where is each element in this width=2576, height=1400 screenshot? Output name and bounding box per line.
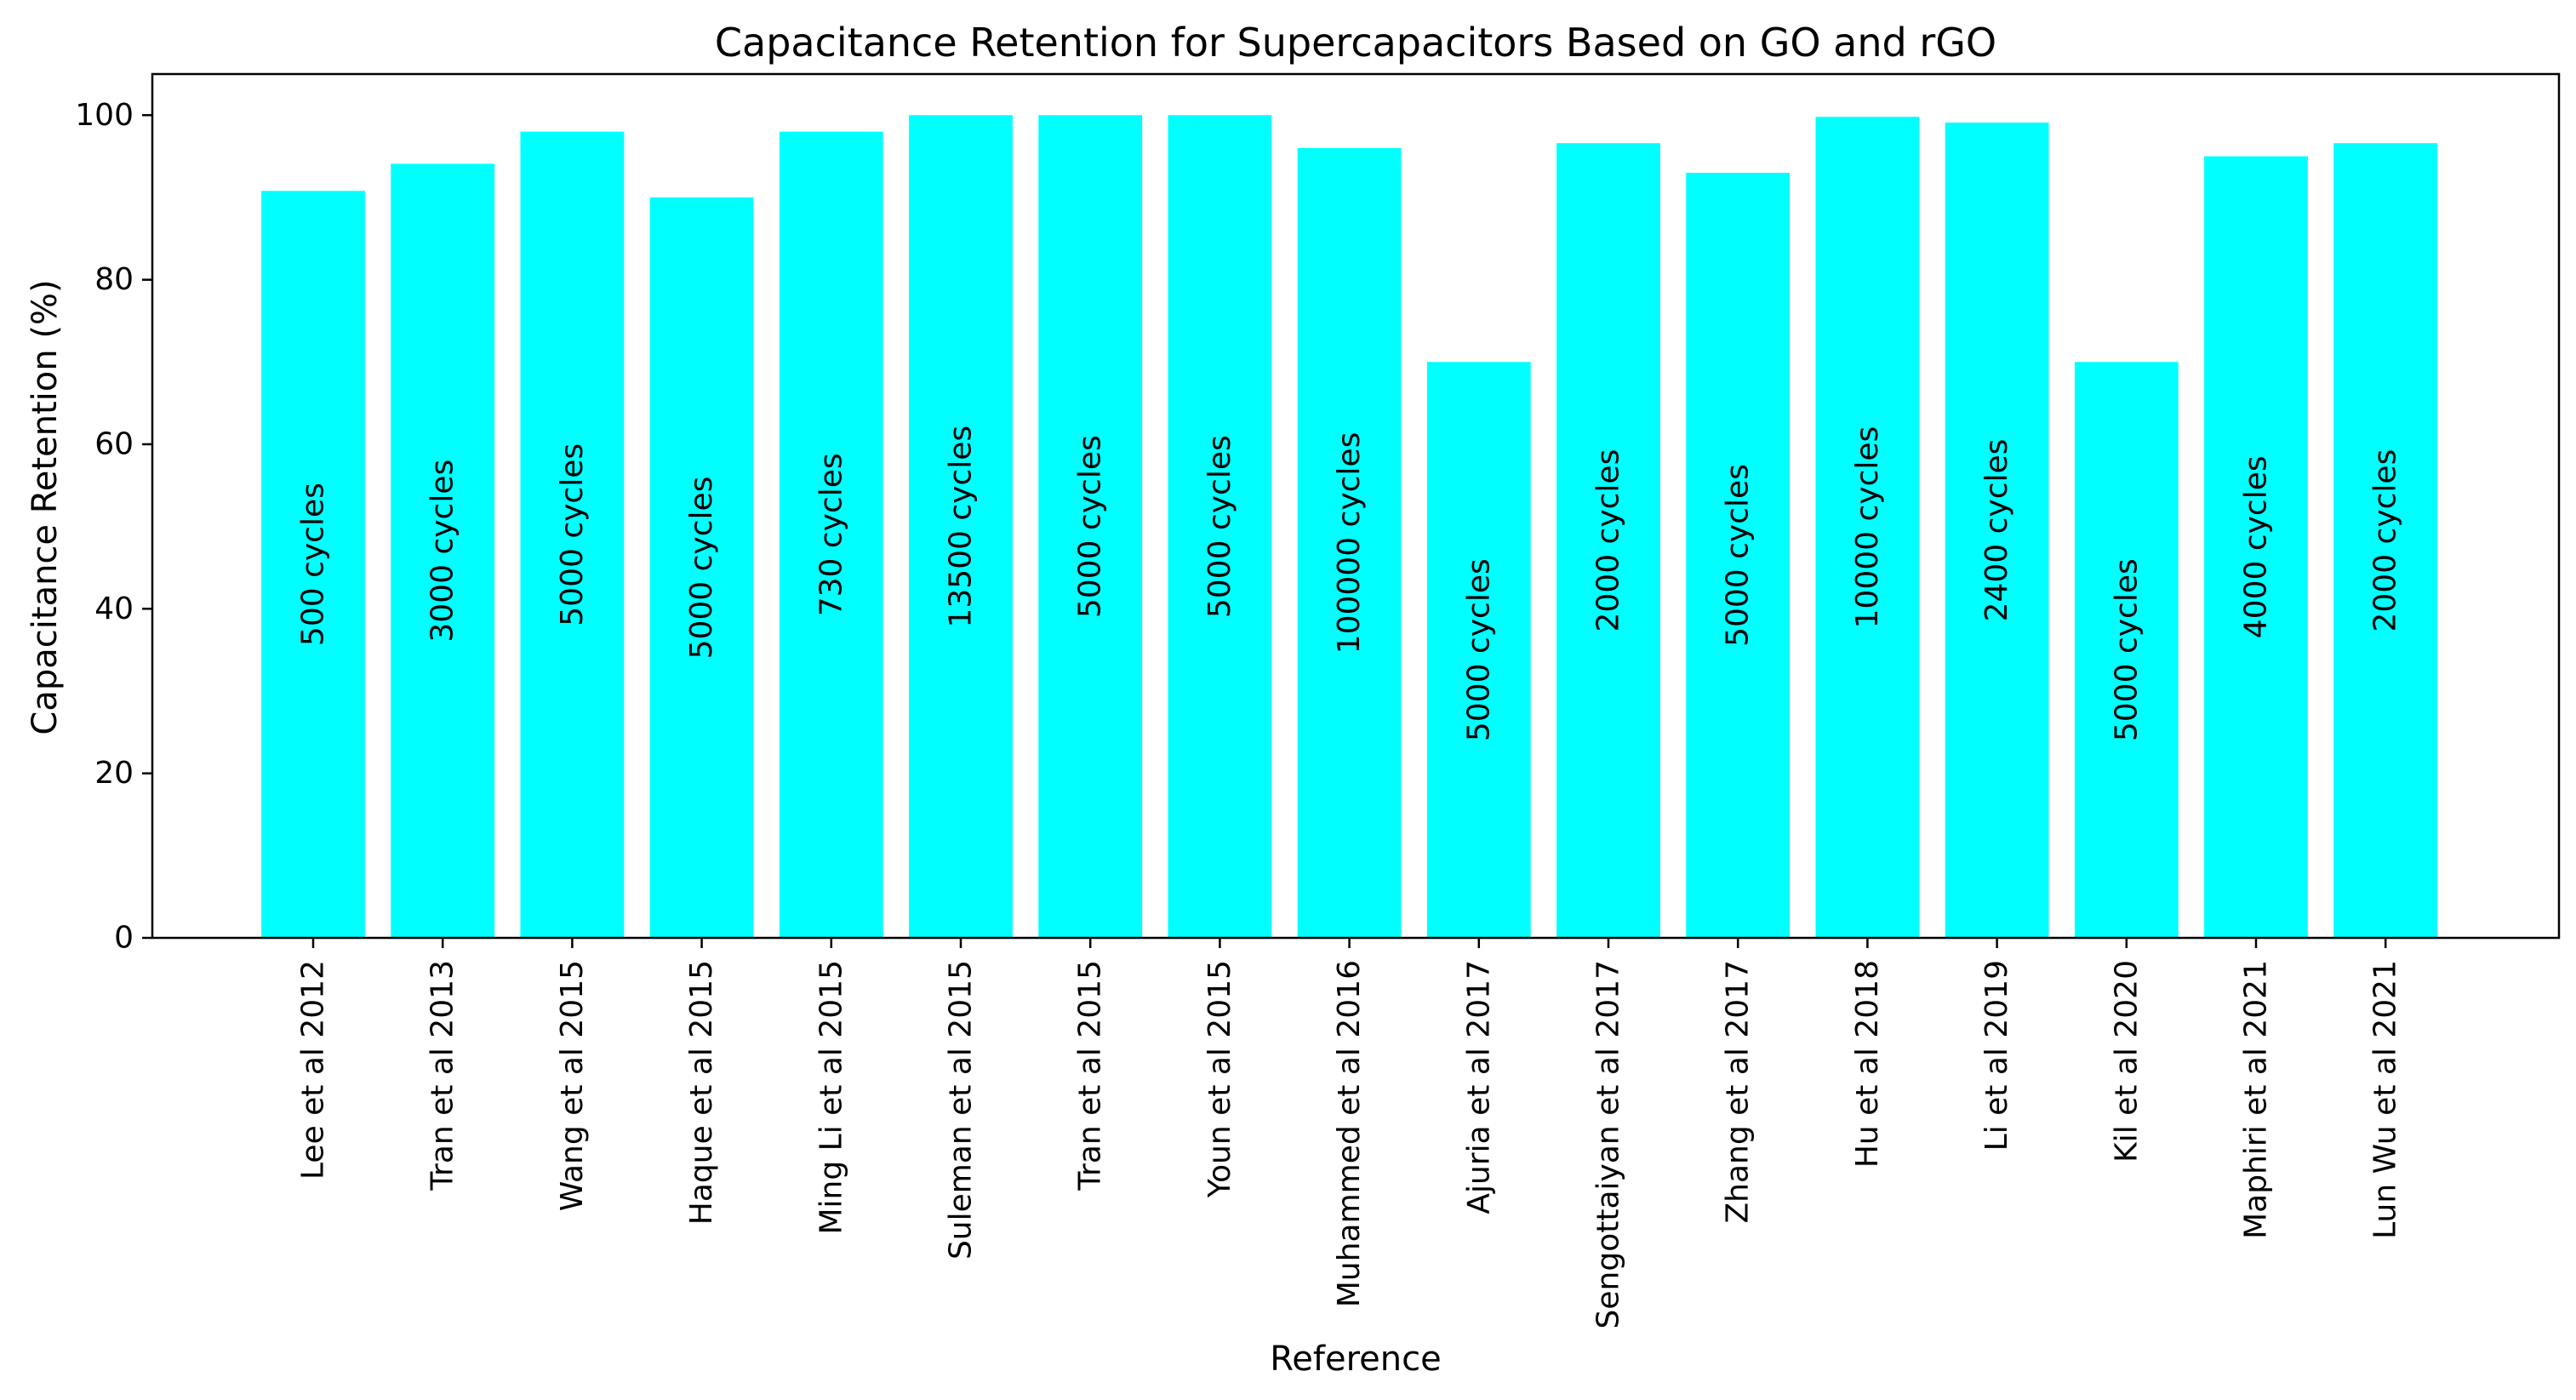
bar bbox=[520, 131, 625, 938]
x-tick-label: Wang et al 2015 bbox=[555, 960, 590, 1211]
bar-label: 5000 cycles bbox=[1073, 435, 1108, 618]
bar bbox=[649, 197, 754, 938]
bar bbox=[2204, 156, 2308, 938]
x-tick-label: Youn et al 2015 bbox=[1202, 960, 1237, 1198]
x-tick-label: Ajuria et al 2017 bbox=[1461, 960, 1496, 1214]
bar-labels-layer: 500 cycles 3000 cycles 5000 cycles 5000 cyc… bbox=[296, 426, 2403, 741]
bar bbox=[779, 131, 883, 938]
bar-label: 4000 cycles bbox=[2239, 455, 2274, 638]
y-tick-label: 20 bbox=[94, 756, 134, 791]
bar bbox=[2074, 362, 2179, 938]
x-tick-label: Li et al 2019 bbox=[1979, 960, 2014, 1151]
y-tick-label: 100 bbox=[75, 98, 134, 133]
x-tick-label: Kil et al 2020 bbox=[2109, 960, 2144, 1163]
bar-label: 3000 cycles bbox=[426, 460, 460, 643]
x-tick-label: Tran et al 2015 bbox=[1073, 960, 1108, 1191]
x-tick-label: Hu et al 2018 bbox=[1850, 960, 1885, 1168]
x-tick-label: Zhang et al 2017 bbox=[1721, 960, 1756, 1223]
x-tick-label: Sengottaiyan et al 2017 bbox=[1591, 960, 1626, 1329]
y-tick-label: 0 bbox=[114, 921, 134, 956]
y-tick-label: 80 bbox=[94, 262, 134, 297]
chart-title: Capacitance Retention for Supercapacitor… bbox=[715, 20, 1996, 66]
bar bbox=[1038, 115, 1143, 939]
y-axis: 0 20 40 60 80 100 bbox=[75, 98, 152, 956]
bar-label: 5000 cycles bbox=[1202, 435, 1237, 618]
x-tick-label: Ming Li et al 2015 bbox=[814, 960, 848, 1235]
x-tick-label: Lun Wu et al 2021 bbox=[2368, 960, 2403, 1239]
bar-label: 13500 cycles bbox=[944, 426, 979, 628]
bar bbox=[1168, 115, 1272, 939]
x-tick-label: Lee et al 2012 bbox=[296, 960, 331, 1180]
bar bbox=[1815, 117, 1920, 939]
bar-label: 100000 cycles bbox=[1332, 432, 1367, 654]
bar-label: 730 cycles bbox=[814, 453, 848, 616]
bar-label: 2400 cycles bbox=[1979, 439, 2014, 622]
x-tick-label: Muhammed et al 2016 bbox=[1332, 960, 1367, 1307]
x-tick-label: Tran et al 2013 bbox=[426, 960, 460, 1191]
bar bbox=[1297, 148, 1402, 938]
bar-label: 5000 cycles bbox=[1461, 558, 1496, 741]
x-tick-label: Haque et al 2015 bbox=[684, 960, 719, 1225]
bar-label: 500 cycles bbox=[296, 483, 331, 646]
bar bbox=[1945, 123, 2049, 938]
bar-label: 5000 cycles bbox=[2109, 558, 2144, 741]
bar bbox=[391, 163, 495, 938]
y-tick-label: 60 bbox=[94, 427, 134, 462]
bar bbox=[2333, 143, 2438, 938]
bar bbox=[1556, 143, 1660, 938]
x-axis: Lee et al 2012 Tran et al 2013 Wang et al … bbox=[296, 938, 2403, 1329]
bar-label: 5000 cycles bbox=[684, 477, 719, 660]
x-tick-label: Maphiri et al 2021 bbox=[2239, 960, 2274, 1239]
bar bbox=[909, 115, 1013, 939]
y-tick-label: 40 bbox=[94, 591, 134, 626]
bar bbox=[1426, 362, 1531, 938]
bar-label: 2000 cycles bbox=[1591, 449, 1626, 632]
y-axis-label: Capacitance Retention (%) bbox=[26, 279, 65, 734]
bar-label: 5000 cycles bbox=[1721, 464, 1756, 647]
plot-frame bbox=[151, 72, 2561, 940]
x-tick-label: Suleman et al 2015 bbox=[944, 960, 979, 1260]
bar-label: 5000 cycles bbox=[555, 443, 590, 626]
bar-label: 10000 cycles bbox=[1850, 426, 1885, 629]
bars-layer bbox=[261, 115, 2438, 939]
bar bbox=[261, 191, 365, 939]
x-axis-label: Reference bbox=[1270, 1340, 1441, 1379]
bar bbox=[1686, 173, 1791, 938]
bar-label: 2000 cycles bbox=[2368, 449, 2403, 632]
